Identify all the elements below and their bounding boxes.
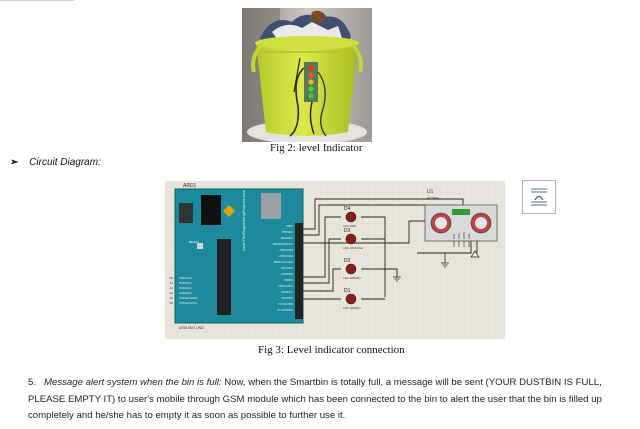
bullet-arrow: ➢: [10, 157, 19, 168]
led-name: LED-GREEN: [343, 306, 361, 310]
reset-label: RESET: [189, 240, 199, 244]
analog-pin-label: PC1/ADC1: [179, 281, 192, 285]
top-rule: [0, 0, 74, 1]
led-d3: [345, 233, 357, 245]
digital-pin-label: AREF: [286, 224, 293, 228]
led-d1: [345, 293, 357, 305]
analog-pin: A5: [169, 301, 173, 305]
led-name: LED-GREEN: [343, 276, 361, 280]
analog-pin: A0: [169, 276, 173, 280]
led-d4: [345, 211, 357, 223]
sensor-pin-label: VCC: [453, 234, 456, 239]
digital-pin-label: TX PD1/TXD: [278, 302, 293, 306]
led-name: LED-ORANGE: [343, 246, 363, 250]
led-d2: [345, 263, 357, 275]
digital-pin-label: ~ PD3/INT1: [279, 290, 293, 294]
board-side-text: www.TheEngineeringProjects.com: [241, 189, 246, 251]
digital-pin-label: PB4/MISO: [281, 236, 293, 240]
analog-pin: A2: [169, 286, 173, 290]
digital-pin-label: PB0/ICP1/CLKO: [274, 260, 293, 264]
digital-pin-label: ~ PB1/OC1A: [278, 254, 293, 258]
analog-pin: A4: [169, 296, 173, 300]
bin-photo: [242, 8, 372, 142]
digital-pin-label: ~PB3/MOSI/OC2A: [271, 242, 293, 246]
digital-pin-label: PD5/T1: [284, 278, 293, 282]
analog-pin-label: PC0/ADC0: [179, 276, 192, 280]
analog-pin: A1: [169, 281, 173, 285]
board-footer: ARDUINO UNO: [179, 326, 204, 330]
layout-options-icon[interactable]: [522, 180, 556, 214]
analog-pin-label: PC5/ADC5/SCL: [179, 301, 198, 305]
item-number: 5.: [28, 377, 37, 388]
digital-pin-label: PB5/SCK: [282, 230, 293, 234]
sensor-pin-label: TRIG: [458, 233, 461, 239]
item-body: Now, when the Smartbin is totally full, …: [28, 377, 602, 421]
digital-pin-label: PD7/AIN1: [281, 266, 293, 270]
led-name: LED-RED: [343, 224, 357, 228]
digital-pin-label: PD4/T0/XCK: [278, 284, 293, 288]
digital-pin-label: PD2/INT0: [282, 296, 294, 300]
led-ref: D2: [344, 258, 351, 264]
item-5-paragraph: 5. Message alert system when the bin is f…: [28, 375, 628, 425]
board-label: ARD1: [183, 183, 197, 189]
section-heading: ➢ Circuit Diagram:: [10, 157, 101, 168]
figure-caption-connection: Fig 3: Level indicator connection: [258, 344, 405, 356]
item-title: Message alert system when the bin is ful…: [44, 377, 222, 388]
led-ref: D3: [344, 228, 351, 234]
circuit-diagram: ARD1 RESET www.TheEngineeringProjects.co…: [165, 181, 505, 339]
sensor-pin-label: ECHO: [463, 232, 466, 239]
digital-pin-label: ~ PB2/OC1B: [278, 248, 293, 252]
analog-pin: A3: [169, 291, 173, 295]
sensor-label: U1: [427, 189, 434, 195]
digital-pin-label: ~ PD6/AIN0: [279, 272, 293, 276]
wrap-text-icon: [531, 188, 547, 206]
sensor-model: HCSR04: [427, 196, 439, 200]
analog-pin-label: PC2/ADC2: [179, 286, 192, 290]
analog-pin-label: PC3/ADC3: [179, 291, 192, 295]
digital-pin-label: RX PD0/RXD: [277, 308, 293, 312]
section-heading-text: Circuit Diagram:: [29, 157, 101, 168]
led-ref: D4: [344, 206, 351, 212]
led-ref: D1: [344, 288, 351, 294]
figure-caption-level-indicator: Fig 2: level Indicator: [270, 142, 363, 154]
analog-pin-label: PC4/ADC4/SDA: [179, 296, 198, 300]
sensor-pin-label: GND: [468, 233, 471, 239]
